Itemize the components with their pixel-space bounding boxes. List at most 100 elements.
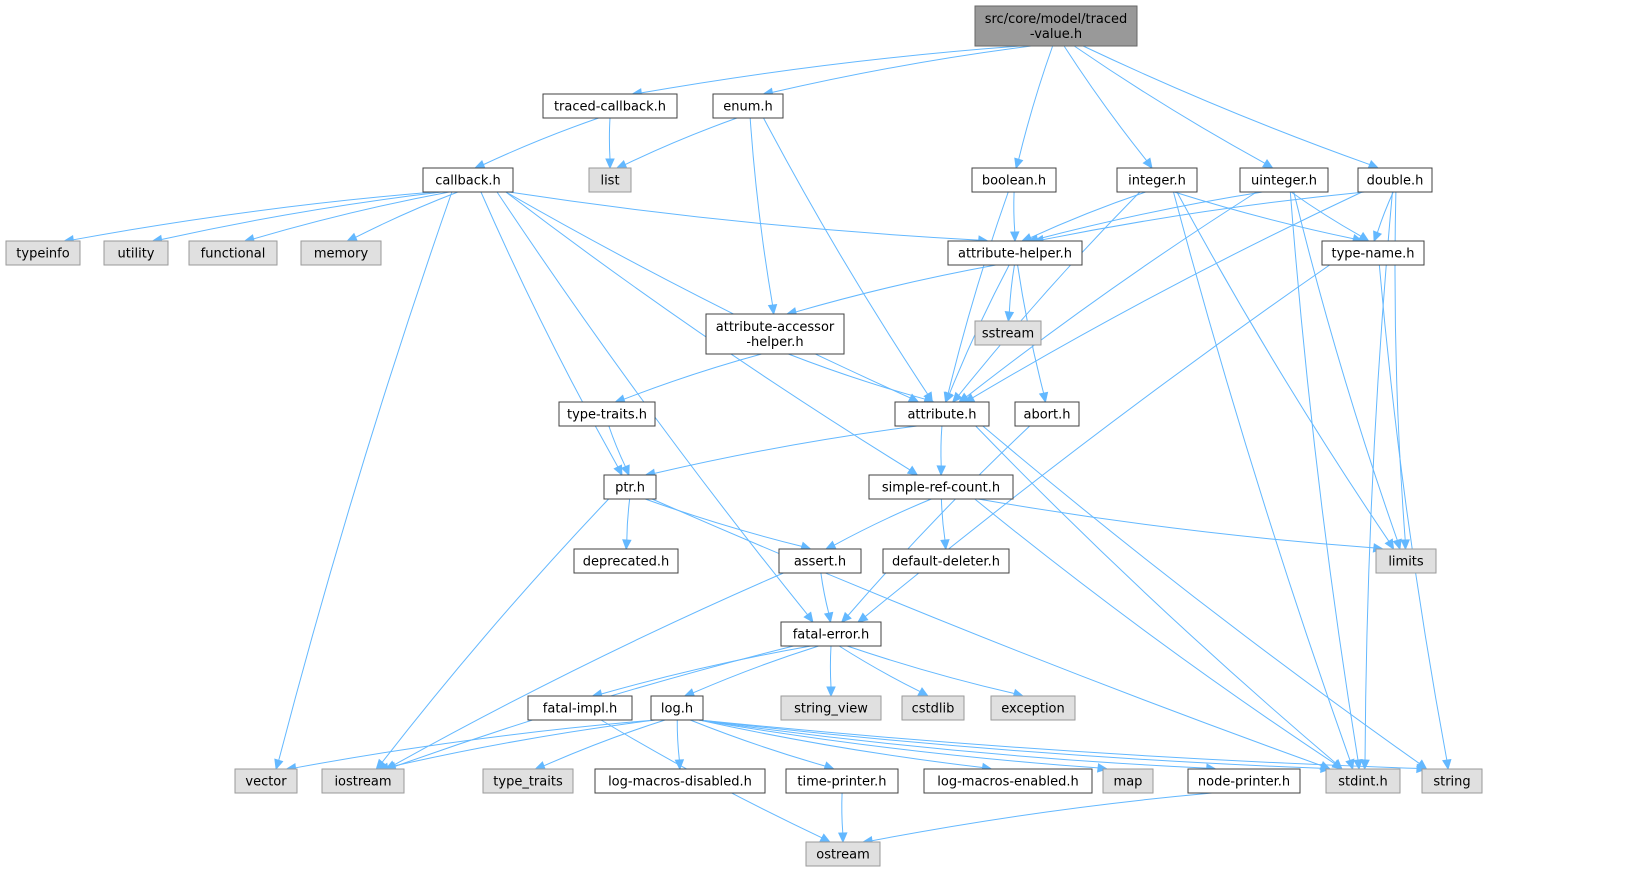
node-label: memory <box>314 247 369 262</box>
node-exception: exception <box>990 695 1076 721</box>
node-box <box>527 695 633 721</box>
node-box <box>780 621 882 647</box>
node-box <box>974 5 1138 47</box>
edge-callback-to-vector <box>274 191 453 771</box>
node-integer[interactable]: integer.h <box>1116 167 1198 193</box>
node-box <box>868 474 1014 500</box>
edge-abort-to-fatal-error <box>840 425 1031 623</box>
node-type_traits: type_traits <box>482 768 574 794</box>
edge-enum-to-list <box>615 117 738 169</box>
node-log-macros-enabled[interactable]: log-macros-enabled.h <box>923 768 1093 794</box>
node-log[interactable]: log.h <box>650 695 704 721</box>
node-attribute-helper[interactable]: attribute-helper.h <box>947 240 1083 266</box>
node-string_view: string_view <box>780 695 882 721</box>
edge-callback-to-simple-ref-count <box>505 191 919 476</box>
edge-ptr-to-deprecated <box>622 498 632 551</box>
node-box <box>780 695 882 721</box>
node-label: src/core/model/traced <box>985 12 1128 27</box>
node-ptr[interactable]: ptr.h <box>603 474 657 500</box>
node-stdint: stdint.h <box>1325 768 1401 794</box>
node-type-traits[interactable]: type-traits.h <box>558 401 656 427</box>
node-uinteger[interactable]: uinteger.h <box>1239 167 1329 193</box>
node-callback[interactable]: callback.h <box>422 167 514 193</box>
node-list: list <box>588 167 632 193</box>
node-abort[interactable]: abort.h <box>1014 401 1080 427</box>
edge-type-traits-to-ptr <box>608 425 630 477</box>
node-traced-callback[interactable]: traced-callback.h <box>542 93 678 119</box>
node-label: type_traits <box>493 775 563 790</box>
edge-double-to-limits <box>1394 191 1410 551</box>
edge-boolean-to-attribute-helper <box>1010 191 1020 243</box>
edge-attribute-to-simple-ref-count <box>936 425 946 477</box>
node-box <box>1421 768 1483 794</box>
node-double[interactable]: double.h <box>1357 167 1433 193</box>
node-box <box>990 695 1076 721</box>
node-label: stdint.h <box>1338 775 1387 790</box>
nodes: src/core/model/traced-value.h traced-call… <box>5 5 1483 867</box>
node-node-printer[interactable]: node-printer.h <box>1187 768 1301 794</box>
node-box <box>923 768 1093 794</box>
node-boolean[interactable]: boolean.h <box>971 167 1057 193</box>
node-sstream: sstream <box>974 320 1042 346</box>
node-box <box>188 240 278 266</box>
edge-traced-callback-to-callback <box>473 117 599 169</box>
edge-integer-to-stdint <box>1172 191 1355 771</box>
node-time-printer[interactable]: time-printer.h <box>785 768 899 794</box>
edge-attribute-accessor-helper-to-type-traits <box>614 353 762 404</box>
node-label: sstream <box>982 327 1034 342</box>
node-root[interactable]: src/core/model/traced-value.h <box>974 5 1138 47</box>
node-label: string <box>1433 775 1470 790</box>
edge-integer-to-attribute <box>951 191 1141 403</box>
node-label: simple-ref-count.h <box>882 481 1000 496</box>
edge-callback-to-attribute-helper <box>508 191 989 245</box>
node-label: list <box>600 174 619 189</box>
edge-root-to-integer <box>1063 45 1153 169</box>
node-iostream: iostream <box>321 768 405 794</box>
node-label: abort.h <box>1024 408 1071 423</box>
node-vector: vector <box>234 768 298 794</box>
edge-callback-to-utility <box>151 191 442 245</box>
node-default-deleter[interactable]: default-deleter.h <box>882 548 1010 574</box>
node-enum[interactable]: enum.h <box>712 93 784 119</box>
node-label: assert.h <box>794 555 846 570</box>
node-label: boolean.h <box>982 174 1046 189</box>
edge-enum-to-attribute <box>763 117 933 404</box>
node-box <box>974 320 1042 346</box>
node-type-name[interactable]: type-name.h <box>1321 240 1425 266</box>
node-label: ptr.h <box>615 481 645 496</box>
node-fatal-impl[interactable]: fatal-impl.h <box>527 695 633 721</box>
node-label: utility <box>118 247 155 262</box>
edge-integer-to-limits <box>1176 191 1395 551</box>
node-attribute[interactable]: attribute.h <box>894 401 990 427</box>
node-log-macros-disabled[interactable]: log-macros-disabled.h <box>594 768 766 794</box>
node-box <box>947 240 1083 266</box>
node-utility: utility <box>103 240 169 266</box>
edge-fatal-error-to-fatal-impl <box>591 645 812 699</box>
node-assert[interactable]: assert.h <box>778 548 862 574</box>
node-attribute-accessor-helper[interactable]: attribute-accessor-helper.h <box>705 313 845 355</box>
node-label: string_view <box>794 702 868 717</box>
node-simple-ref-count[interactable]: simple-ref-count.h <box>868 474 1014 500</box>
node-box <box>971 167 1057 193</box>
node-label: double.h <box>1367 174 1424 189</box>
node-label: exception <box>1001 702 1065 717</box>
edge-attribute-helper-to-sstream <box>1004 264 1015 323</box>
node-label: map <box>1114 775 1143 790</box>
edge-log-to-stdint <box>698 719 1332 774</box>
node-deprecated[interactable]: deprecated.h <box>573 548 679 574</box>
node-fatal-error[interactable]: fatal-error.h <box>780 621 882 647</box>
node-label: -value.h <box>1030 27 1082 42</box>
node-memory: memory <box>300 240 382 266</box>
node-label: attribute-accessor <box>716 320 835 335</box>
edge-enum-to-attribute-accessor-helper <box>749 117 778 316</box>
node-label: uinteger.h <box>1251 174 1317 189</box>
node-ostream: ostream <box>805 841 881 867</box>
edge-root-to-enum <box>762 45 1032 98</box>
node-label: attribute-helper.h <box>958 247 1072 262</box>
edge-attribute-to-ptr <box>644 425 918 479</box>
node-box <box>422 167 514 193</box>
node-box <box>234 768 298 794</box>
edge-root-to-boolean <box>1014 45 1054 170</box>
node-box <box>901 695 965 721</box>
edge-integer-to-attribute-helper <box>1020 191 1146 242</box>
